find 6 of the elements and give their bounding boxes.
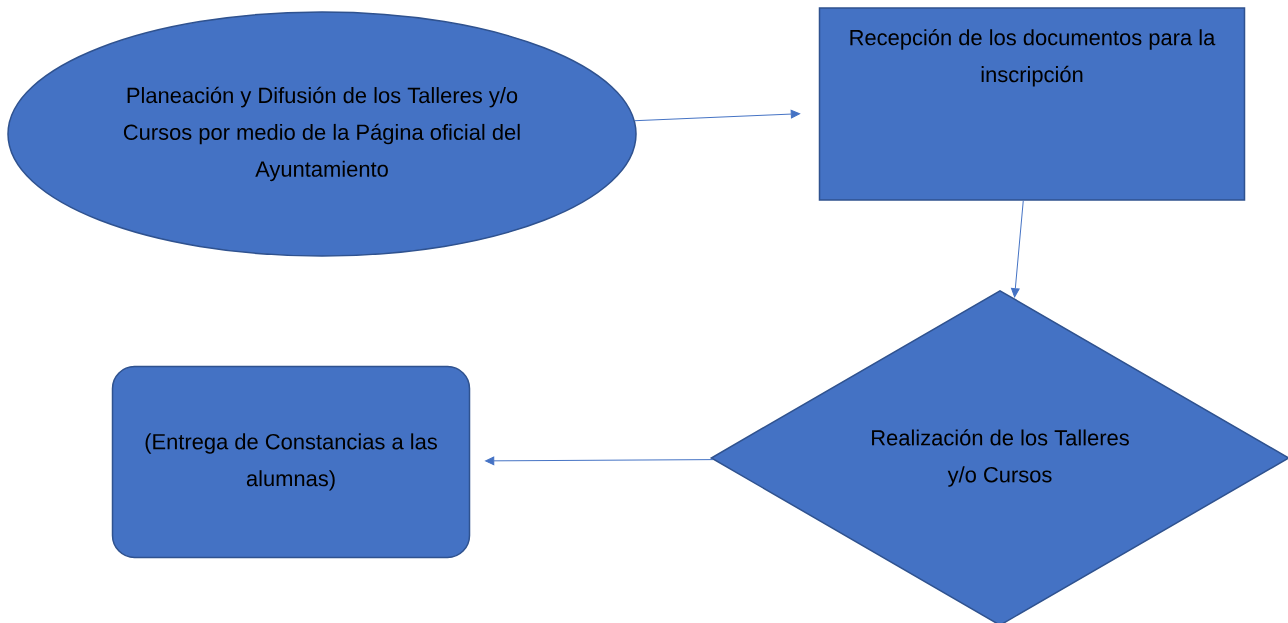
ellipse-node: Planeación y Difusión de los Talleres y/o Cursos por medio de la Página oficial del Ayuntamiento [7,11,637,257]
rounded-box: (Entrega de Constancias a las alumnas) [111,365,471,559]
arrow [634,109,801,122]
arrow [1010,200,1024,298]
process-box: Recepción de los documentos para la inscripción [818,7,1246,201]
arrow [485,456,714,466]
